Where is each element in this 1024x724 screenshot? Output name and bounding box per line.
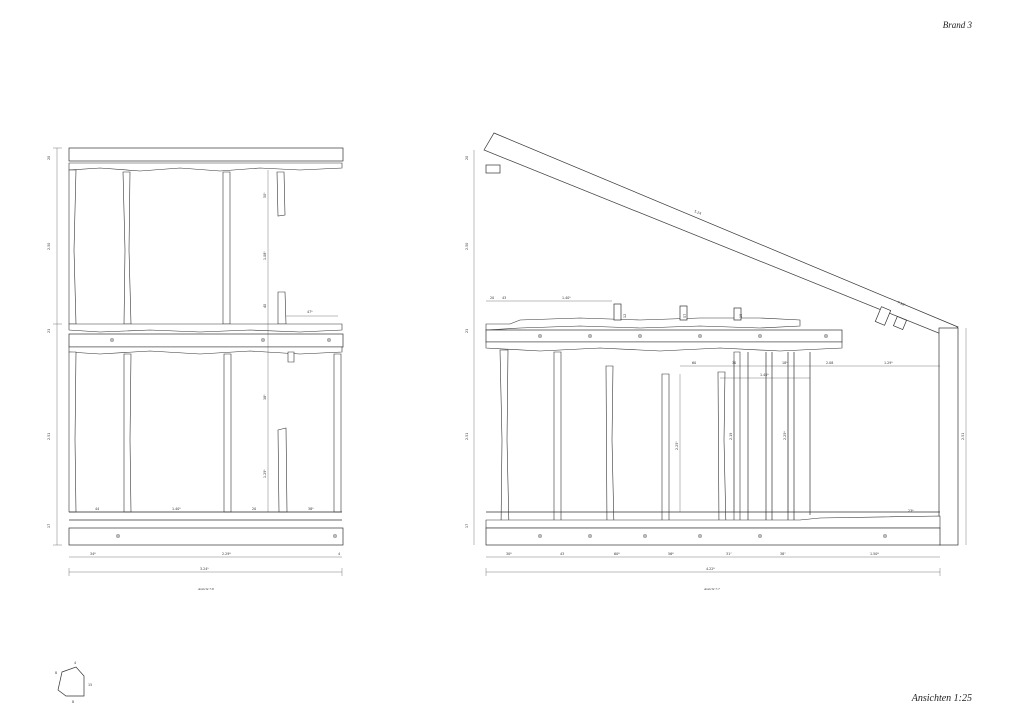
left-post-lower-1 [68,351,77,513]
right-post-2 [553,351,562,529]
right-post-1 [499,349,510,529]
right-small-dim-4: 18⁵ [782,361,788,365]
right-lower-width-4: 56⁸ [668,552,674,556]
right-lower-width-6: 38⁷ [780,552,786,556]
right-lower-width-1: 30⁸ [506,552,512,556]
left-height-lower: 2.51 [47,433,51,440]
right-total-width: 4.22⁸ [706,567,715,571]
left-top-log [68,162,343,172]
left-post-stub-top [276,171,286,217]
left-lower-width-3: 4 [338,552,340,556]
right-post-4 [661,373,670,529]
left-post-1 [68,169,77,325]
right-upper-dim-2: 1.40⁵ [760,373,769,377]
right-side-dim-2: 23 [465,329,469,333]
right-end-post [938,327,959,546]
left-elevation: 2.50 2.51 20 23 17 50⁵ 1.08⁵ 40 38⁵ 1.29… [47,147,344,591]
right-end-height: 2.51 [961,433,965,440]
right-side-dim-1: 20 [465,156,469,160]
right-small-dim-2: 43 [502,296,506,300]
right-small-dim-3: 15 [739,314,743,318]
profile-label-3: 15 [88,683,92,687]
left-side-dim-3: 17 [47,524,51,528]
left-sill [68,527,344,546]
log-profile-icon [57,666,85,697]
right-lower-width-5: 31⁷ [726,552,732,556]
sheet-footer-scale: Ansichten 1:25 [911,693,972,704]
rafter [483,132,959,337]
left-mid-log-2 [68,346,343,355]
profile-key: 8 4 15 8 [55,661,92,704]
right-lower-width-7: 1.50⁸ [870,552,879,556]
profile-label-4: 8 [72,700,74,704]
profile-label-1: 8 [55,671,57,675]
left-post-lower-5 [333,353,342,513]
left-side-dim-2: 23 [47,329,51,333]
right-small-dim-6: 57 [683,314,687,318]
right-side-dim-3: 17 [465,524,469,528]
right-lower-width-2: 43 [560,552,564,556]
right-mid-log [485,341,843,352]
right-height-lower: 2.51 [465,433,469,440]
right-top-log [485,317,801,331]
left-height-upper: 2.50 [47,243,51,250]
right-lower-width-3: 60⁸ [614,552,620,556]
left-post-lower-4 [277,427,288,513]
right-post-3 [605,365,615,529]
left-lower-width-2: 2.29⁸ [222,552,231,556]
right-small-dim-1: 20 [490,296,494,300]
left-total-width: 3.24⁵ [200,567,209,571]
left-note-dim: 47⁵ [307,310,313,314]
left-post-2 [122,171,132,325]
left-top-plate [68,147,344,162]
right-upper-dim-1: 1.40⁵ [562,296,571,300]
right-inner-dim-1: 2.25⁵ [675,441,679,450]
right-upper-dim-5: 60 [692,361,696,365]
right-sill [485,527,941,546]
left-col-dim-3: 40 [263,304,267,308]
left-col-dim-4: 38⁵ [263,394,267,400]
right-height-upper: 2.50 [465,243,469,250]
left-post-lower-3 [223,353,232,513]
left-side-dim-1: 20 [47,156,51,160]
right-post-5 [717,371,727,529]
right-upper-dim-3: 1.29⁵ [884,361,893,365]
left-col-dim-1: 50⁵ [263,192,267,198]
left-bay-4: 38⁵ [308,507,314,511]
left-post-lower-2 [123,353,132,513]
rafter-foot-block [485,164,501,174]
rafter-end-dim: 7.16⁵ [897,300,907,307]
left-post-3 [222,171,231,325]
left-bay-1: 44 [95,507,99,511]
left-col-dim-2: 1.08⁵ [263,251,267,260]
right-small-dim-7: 23⁶ [908,509,914,513]
left-bay-3: 20 [252,507,256,511]
left-lower-width-1: 34⁸ [90,552,96,556]
left-view-caption: Ansicht 7.8 [197,587,214,591]
left-post-stub-mid [277,291,287,325]
right-inner-dim-2: 2.19 [729,433,733,440]
right-small-dim-5: 12 [623,314,627,318]
profile-label-2: 4 [74,661,76,665]
right-elevation: 5.24 7.16⁵ 2.51 [465,132,967,591]
left-post-lower-stub [287,351,295,363]
left-col-dim-5: 1.29⁵ [263,469,267,478]
left-mid-plate [68,333,344,348]
rafter-length: 5.24 [694,209,702,216]
left-mid-log [68,323,343,333]
right-view-caption: Ansicht 7.7 [703,587,720,591]
left-bay-2: 1.40⁵ [172,507,181,511]
right-inner-dim-3: 2.25⁶ [783,431,787,440]
sheet-title: Brand 3 [942,20,972,30]
right-post-6 [733,351,741,529]
right-upper-dim-4: 2.08 [826,361,833,365]
